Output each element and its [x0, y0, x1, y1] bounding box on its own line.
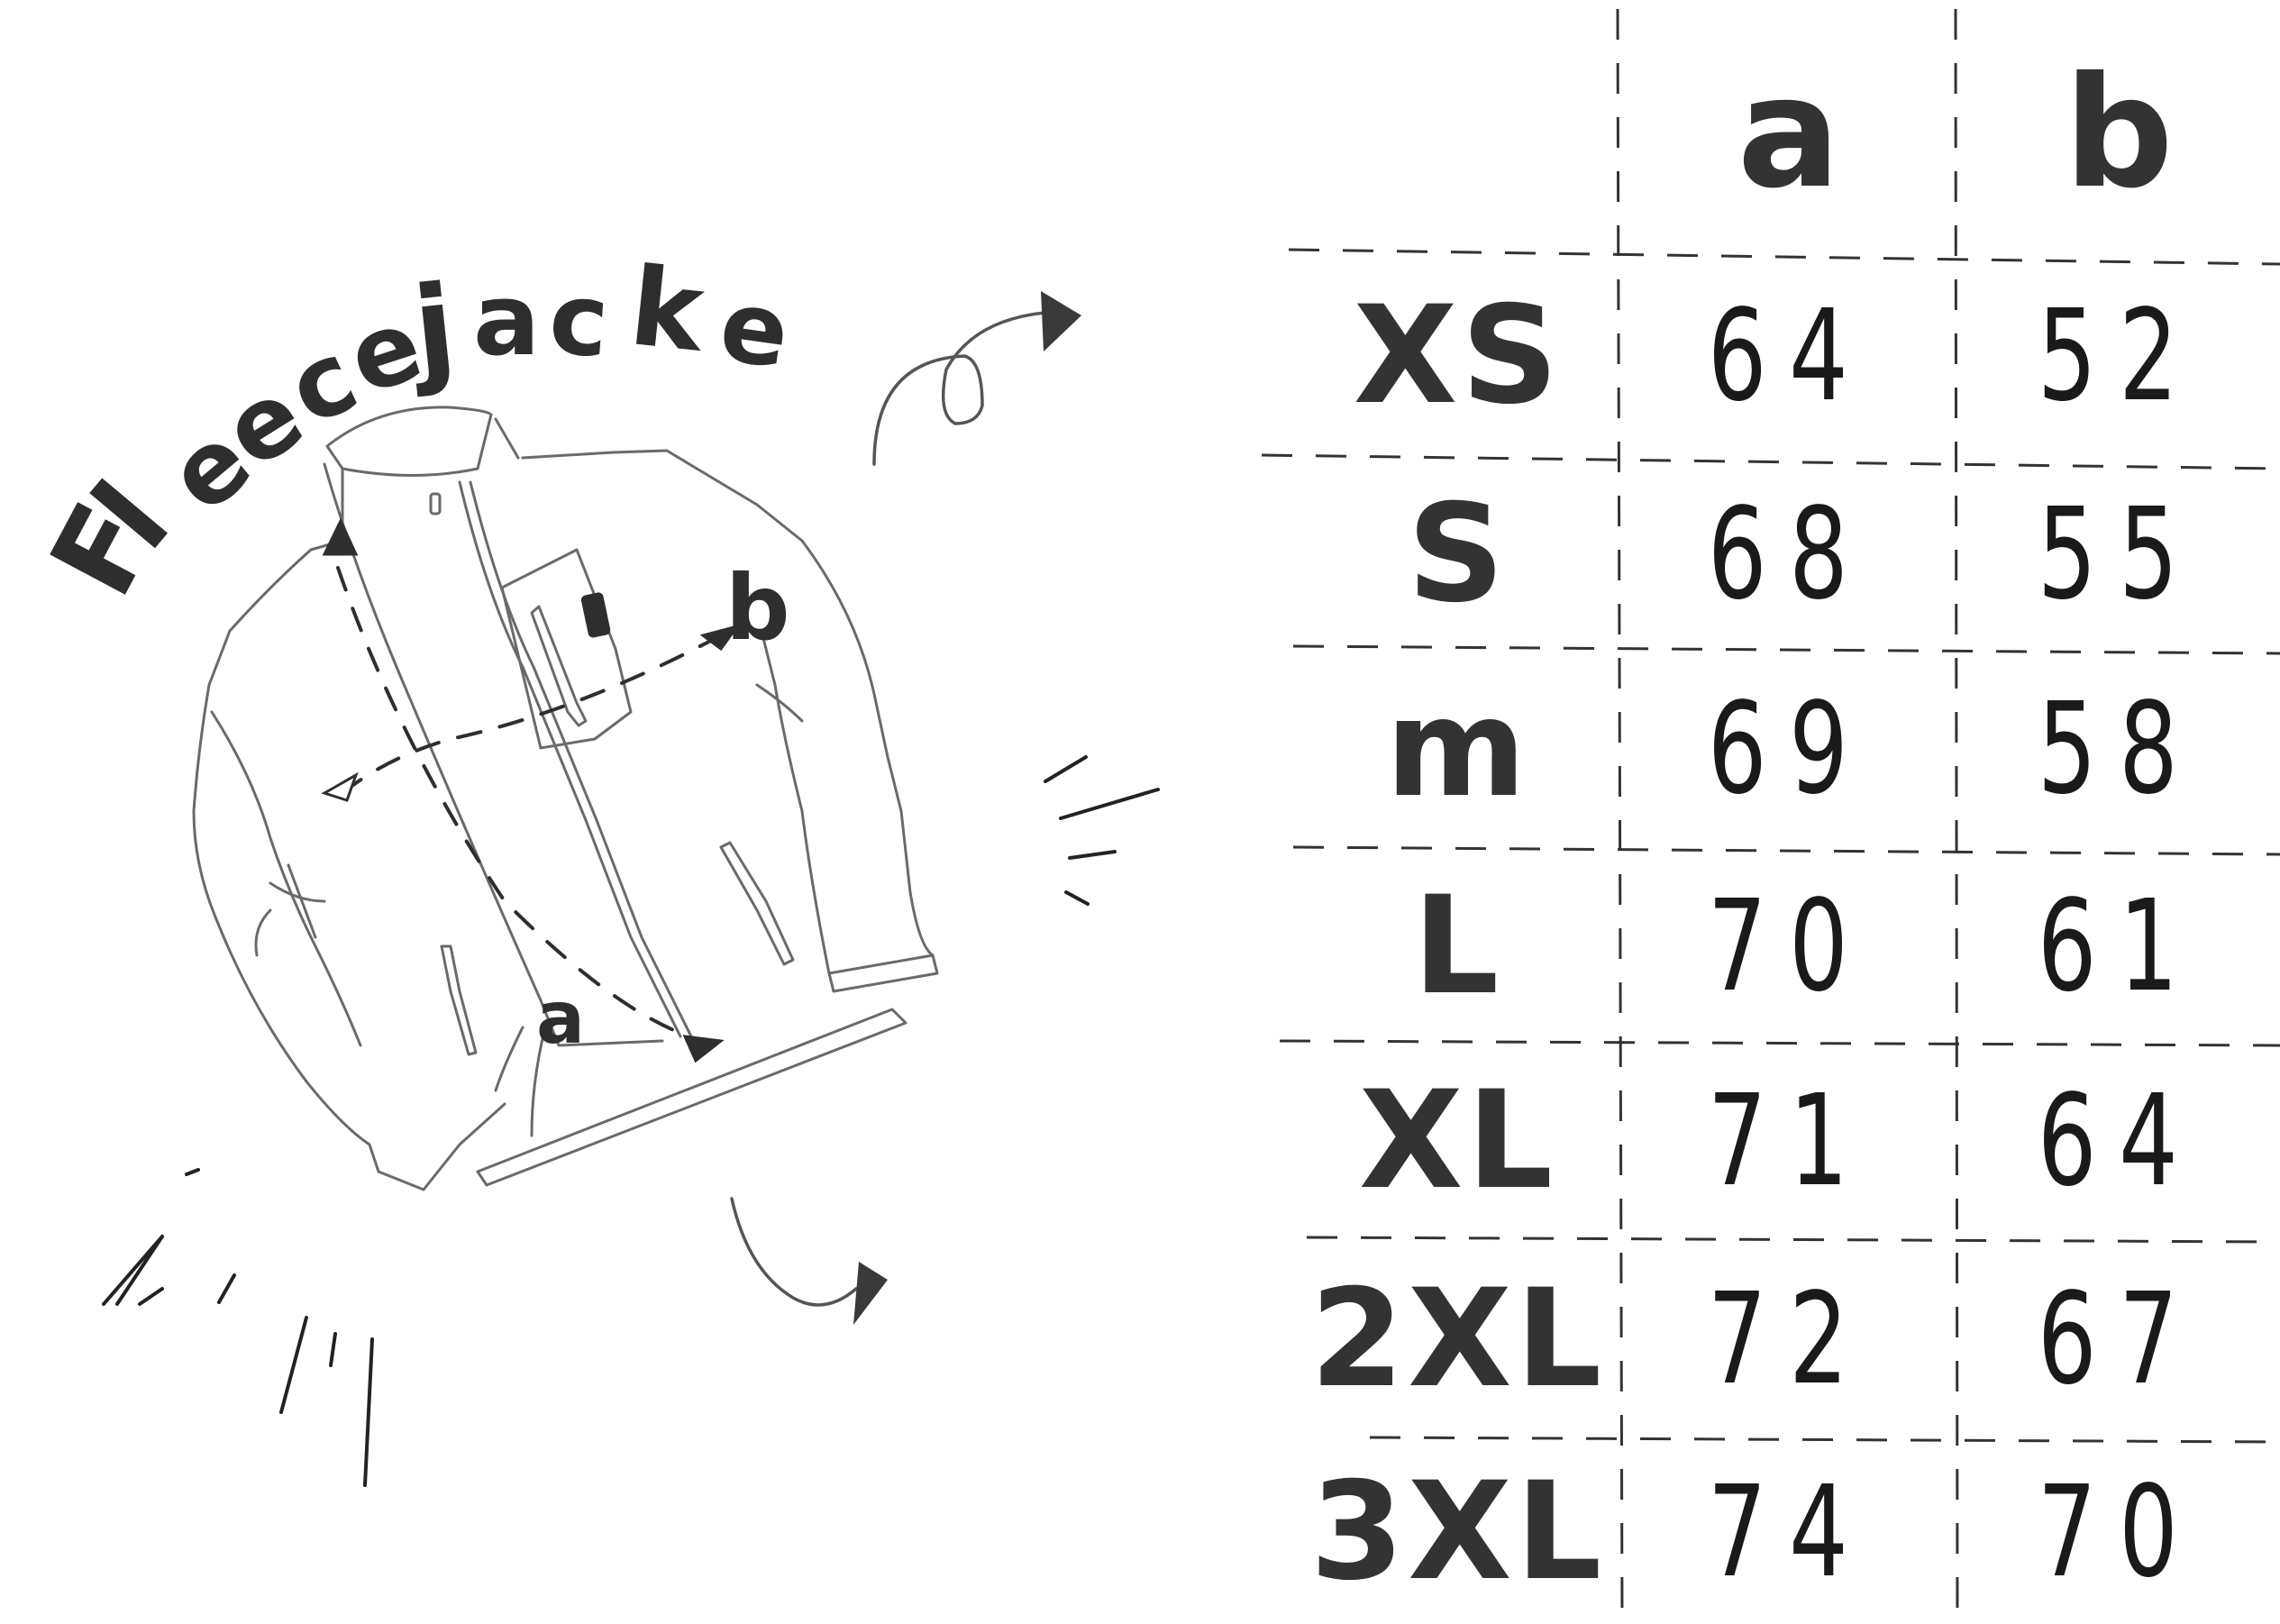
- value-a-text: 71: [1707, 1067, 1871, 1215]
- size-label: m: [1385, 671, 1530, 827]
- value-b: 67: [1957, 1240, 2280, 1438]
- value-a-text: 72: [1707, 1265, 1871, 1413]
- measure-a-label: a: [536, 976, 585, 1060]
- title-letter: c: [545, 260, 613, 380]
- jacket-illustration: [192, 406, 939, 1191]
- size-label: 2XL: [1309, 1261, 1606, 1418]
- value-b-text: 61: [2037, 872, 2201, 1020]
- value-a: 70: [1622, 851, 1956, 1042]
- value-b: 52: [1957, 257, 2280, 455]
- value-a: 64: [1622, 257, 1956, 455]
- value-b-text: 58: [2037, 675, 2201, 823]
- title-letter: a: [473, 262, 541, 378]
- value-a-text: 69: [1707, 675, 1871, 823]
- curved-arrow-bottom-head: [853, 1262, 888, 1325]
- value-b-text: 70: [2037, 1458, 2201, 1606]
- value-a-text: 70: [1707, 872, 1871, 1020]
- value-a: 69: [1622, 651, 1956, 847]
- value-b: 61: [1957, 851, 2280, 1042]
- size-table-grid: [1261, 8, 2280, 1623]
- size-label: 3XL: [1309, 1454, 1606, 1610]
- size-label: XS: [1353, 278, 1563, 434]
- measurement-lines: [336, 566, 723, 1038]
- value-a-text: 64: [1707, 282, 1871, 430]
- emphasis-rays: [102, 755, 1160, 1487]
- size-label: S: [1407, 476, 1509, 633]
- value-a: 71: [1622, 1044, 1956, 1238]
- value-b-text: 67: [2037, 1265, 2201, 1413]
- value-b-text: 64: [2037, 1067, 2201, 1215]
- measurement-arrowheads: [321, 517, 741, 1063]
- value-b: 55: [1957, 460, 2280, 649]
- curly-arrow-top-head: [1041, 291, 1081, 351]
- value-a: 68: [1622, 460, 1956, 649]
- title-letter: k: [625, 244, 709, 377]
- measure-b-label: b: [725, 555, 790, 661]
- value-a-text: 68: [1707, 480, 1871, 628]
- value-b: 58: [1957, 651, 2280, 847]
- curly-arrow-top: [872, 311, 1047, 466]
- column-header-a: a: [1737, 43, 1841, 223]
- value-b: 64: [1957, 1044, 2280, 1238]
- size-label: XL: [1358, 1063, 1557, 1219]
- value-b-text: 52: [2037, 282, 2201, 430]
- value-a-text: 74: [1707, 1458, 1871, 1606]
- title-letter: e: [713, 267, 797, 391]
- curved-arrow-bottom: [730, 1197, 858, 1307]
- size-label: L: [1412, 868, 1503, 1025]
- value-a: 74: [1622, 1440, 1956, 1624]
- column-header-b: b: [2064, 43, 2174, 223]
- value-b: 70: [1957, 1440, 2280, 1624]
- value-b-text: 55: [2037, 480, 2201, 628]
- value-a: 72: [1622, 1240, 1956, 1438]
